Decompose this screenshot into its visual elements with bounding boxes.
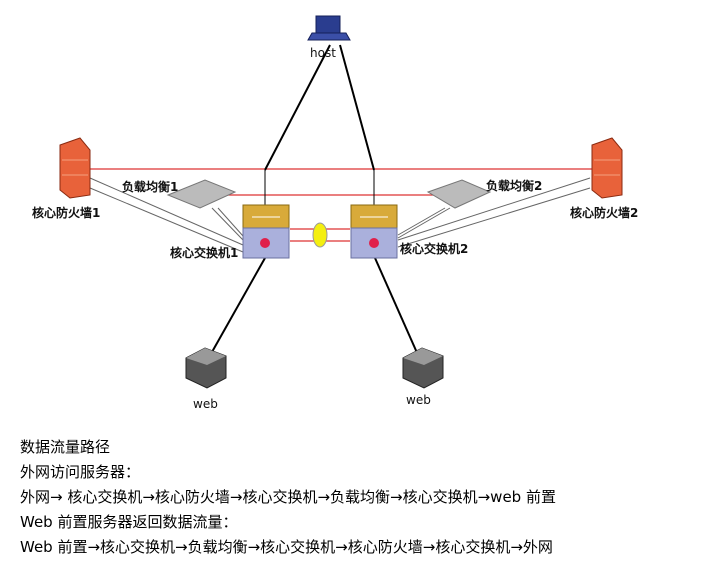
core-switch-1-icon — [242, 204, 290, 259]
firewall-2-label: 核心防火墙2 — [570, 206, 639, 220]
web-server-2-label: web — [406, 393, 431, 407]
web-server-1-label: web — [193, 397, 218, 411]
inbound-path: 外网→ 核心交换机→核心防火墙→核心交换机→负载均衡→核心交换机→web 前置 — [20, 488, 556, 506]
load-balancer-2-label: 负载均衡2 — [486, 179, 543, 193]
firewall-1-icon — [59, 137, 91, 199]
web-server-1-icon — [185, 347, 227, 389]
firewall-2-icon — [591, 137, 623, 199]
load-balancer-2-icon — [426, 179, 492, 209]
flow-title: 数据流量路径 — [20, 438, 111, 456]
outbound-path: Web 前置→核心交换机→负载均衡→核心交换机→核心防火墙→核心交换机→外网 — [20, 538, 553, 556]
gray-links — [89, 177, 591, 253]
network-diagram — [59, 15, 623, 389]
core-switch-1-label: 核心交换机1 — [170, 246, 239, 260]
host-label: host — [310, 46, 336, 60]
outbound-heading: Web 前置服务器返回数据流量： — [20, 513, 238, 531]
load-balancer-1-label: 负载均衡1 — [122, 180, 179, 194]
host-computer-icon — [307, 15, 351, 41]
inbound-heading: 外网访问服务器： — [20, 463, 141, 481]
web-server-2-icon — [402, 347, 444, 389]
core-switch-2-icon — [350, 204, 398, 259]
host-links — [211, 44, 419, 356]
load-balancer-1-icon — [166, 179, 237, 209]
core-switch-2-label: 核心交换机2 — [400, 242, 469, 256]
link-aggregation-icon — [312, 222, 328, 248]
firewall-1-label: 核心防火墙1 — [32, 206, 101, 220]
